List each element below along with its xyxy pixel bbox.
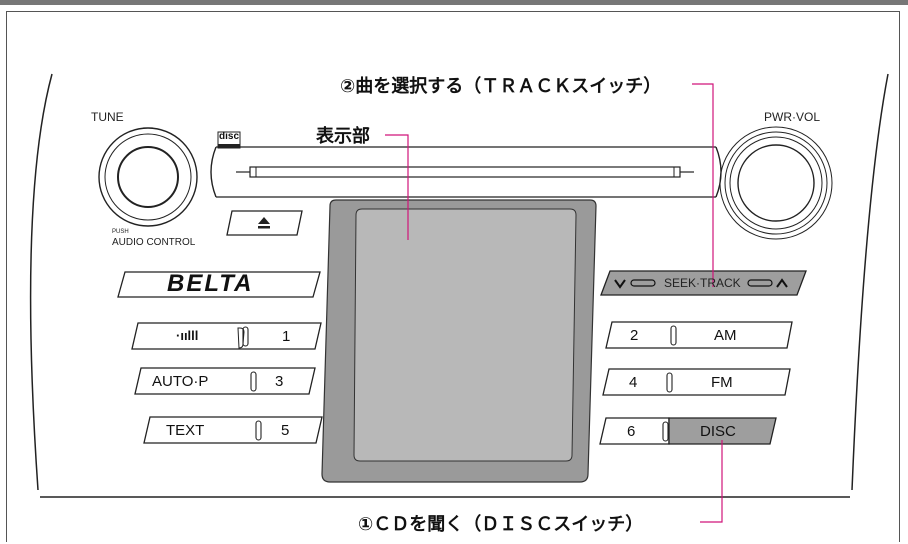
preset-left-shapes (131, 322, 323, 444)
track-callout: ②曲を選択する（ＴＲＡＣＫスイッチ） (340, 76, 662, 97)
preset-number: 6 (627, 423, 636, 440)
push-label: PUSH (112, 229, 129, 235)
seek-down-icon (614, 279, 626, 289)
brand-logo: BELTA (167, 270, 254, 297)
seek-track-button[interactable] (600, 270, 807, 296)
preset-button-6-disc[interactable]: 6 DISC (600, 418, 776, 444)
leader-lines (385, 83, 723, 523)
pwr-vol-knob[interactable] (719, 126, 833, 240)
slot-left-cap (210, 146, 217, 198)
preset-number: 3 (275, 373, 284, 390)
am-label: AM (714, 327, 737, 344)
track-leader (692, 83, 714, 287)
disc-logo-text: disc (219, 131, 240, 142)
preset-button-4-fm[interactable]: 4 FM (603, 369, 790, 395)
display-callout: 表示部 (316, 126, 370, 147)
preset-button-3[interactable]: AUTO·P 3 (135, 368, 315, 394)
panel-right-edge (851, 73, 889, 491)
preset-number: 2 (630, 327, 639, 344)
top-rule (0, 0, 908, 5)
seek-up-icon (776, 278, 788, 288)
text-label: TEXT (166, 422, 205, 439)
preset-button-1[interactable]: ·ıılll 1 (132, 323, 321, 349)
panel-left-edge (29, 73, 53, 491)
pwr-vol-label: PWR·VOL (764, 110, 821, 124)
disc-label: DISC (700, 423, 736, 440)
audio-control-label: AUDIO CONTROL (112, 237, 196, 248)
brand-plate (117, 271, 321, 298)
tune-label: TUNE (91, 110, 124, 124)
fm-label: FM (711, 374, 733, 391)
preset-right-shapes (599, 321, 793, 445)
display-leader (385, 134, 409, 240)
eject-icon (258, 217, 270, 224)
seek-track-label: SEEK·TRACK (664, 276, 741, 290)
disc-callout: ①ＣＤを聞く（ＤＩＳＣスイッチ） (358, 514, 644, 535)
auto-p-label: AUTO·P (152, 373, 209, 390)
tune-knob[interactable] (98, 127, 198, 227)
preset-number: 4 (629, 374, 638, 391)
preset-button-5[interactable]: TEXT 5 (144, 417, 322, 443)
disc-button-highlight (668, 417, 777, 445)
slot-right-cap (715, 146, 722, 198)
preset-number: 5 (281, 422, 290, 439)
signal-icon: ·ıılll (176, 328, 199, 343)
cd-slot[interactable] (249, 166, 681, 178)
display-screen (353, 208, 577, 462)
disc-leader (700, 440, 723, 523)
preset-number: 1 (282, 328, 291, 345)
preset-button-2-am[interactable]: 2 AM (606, 322, 792, 348)
